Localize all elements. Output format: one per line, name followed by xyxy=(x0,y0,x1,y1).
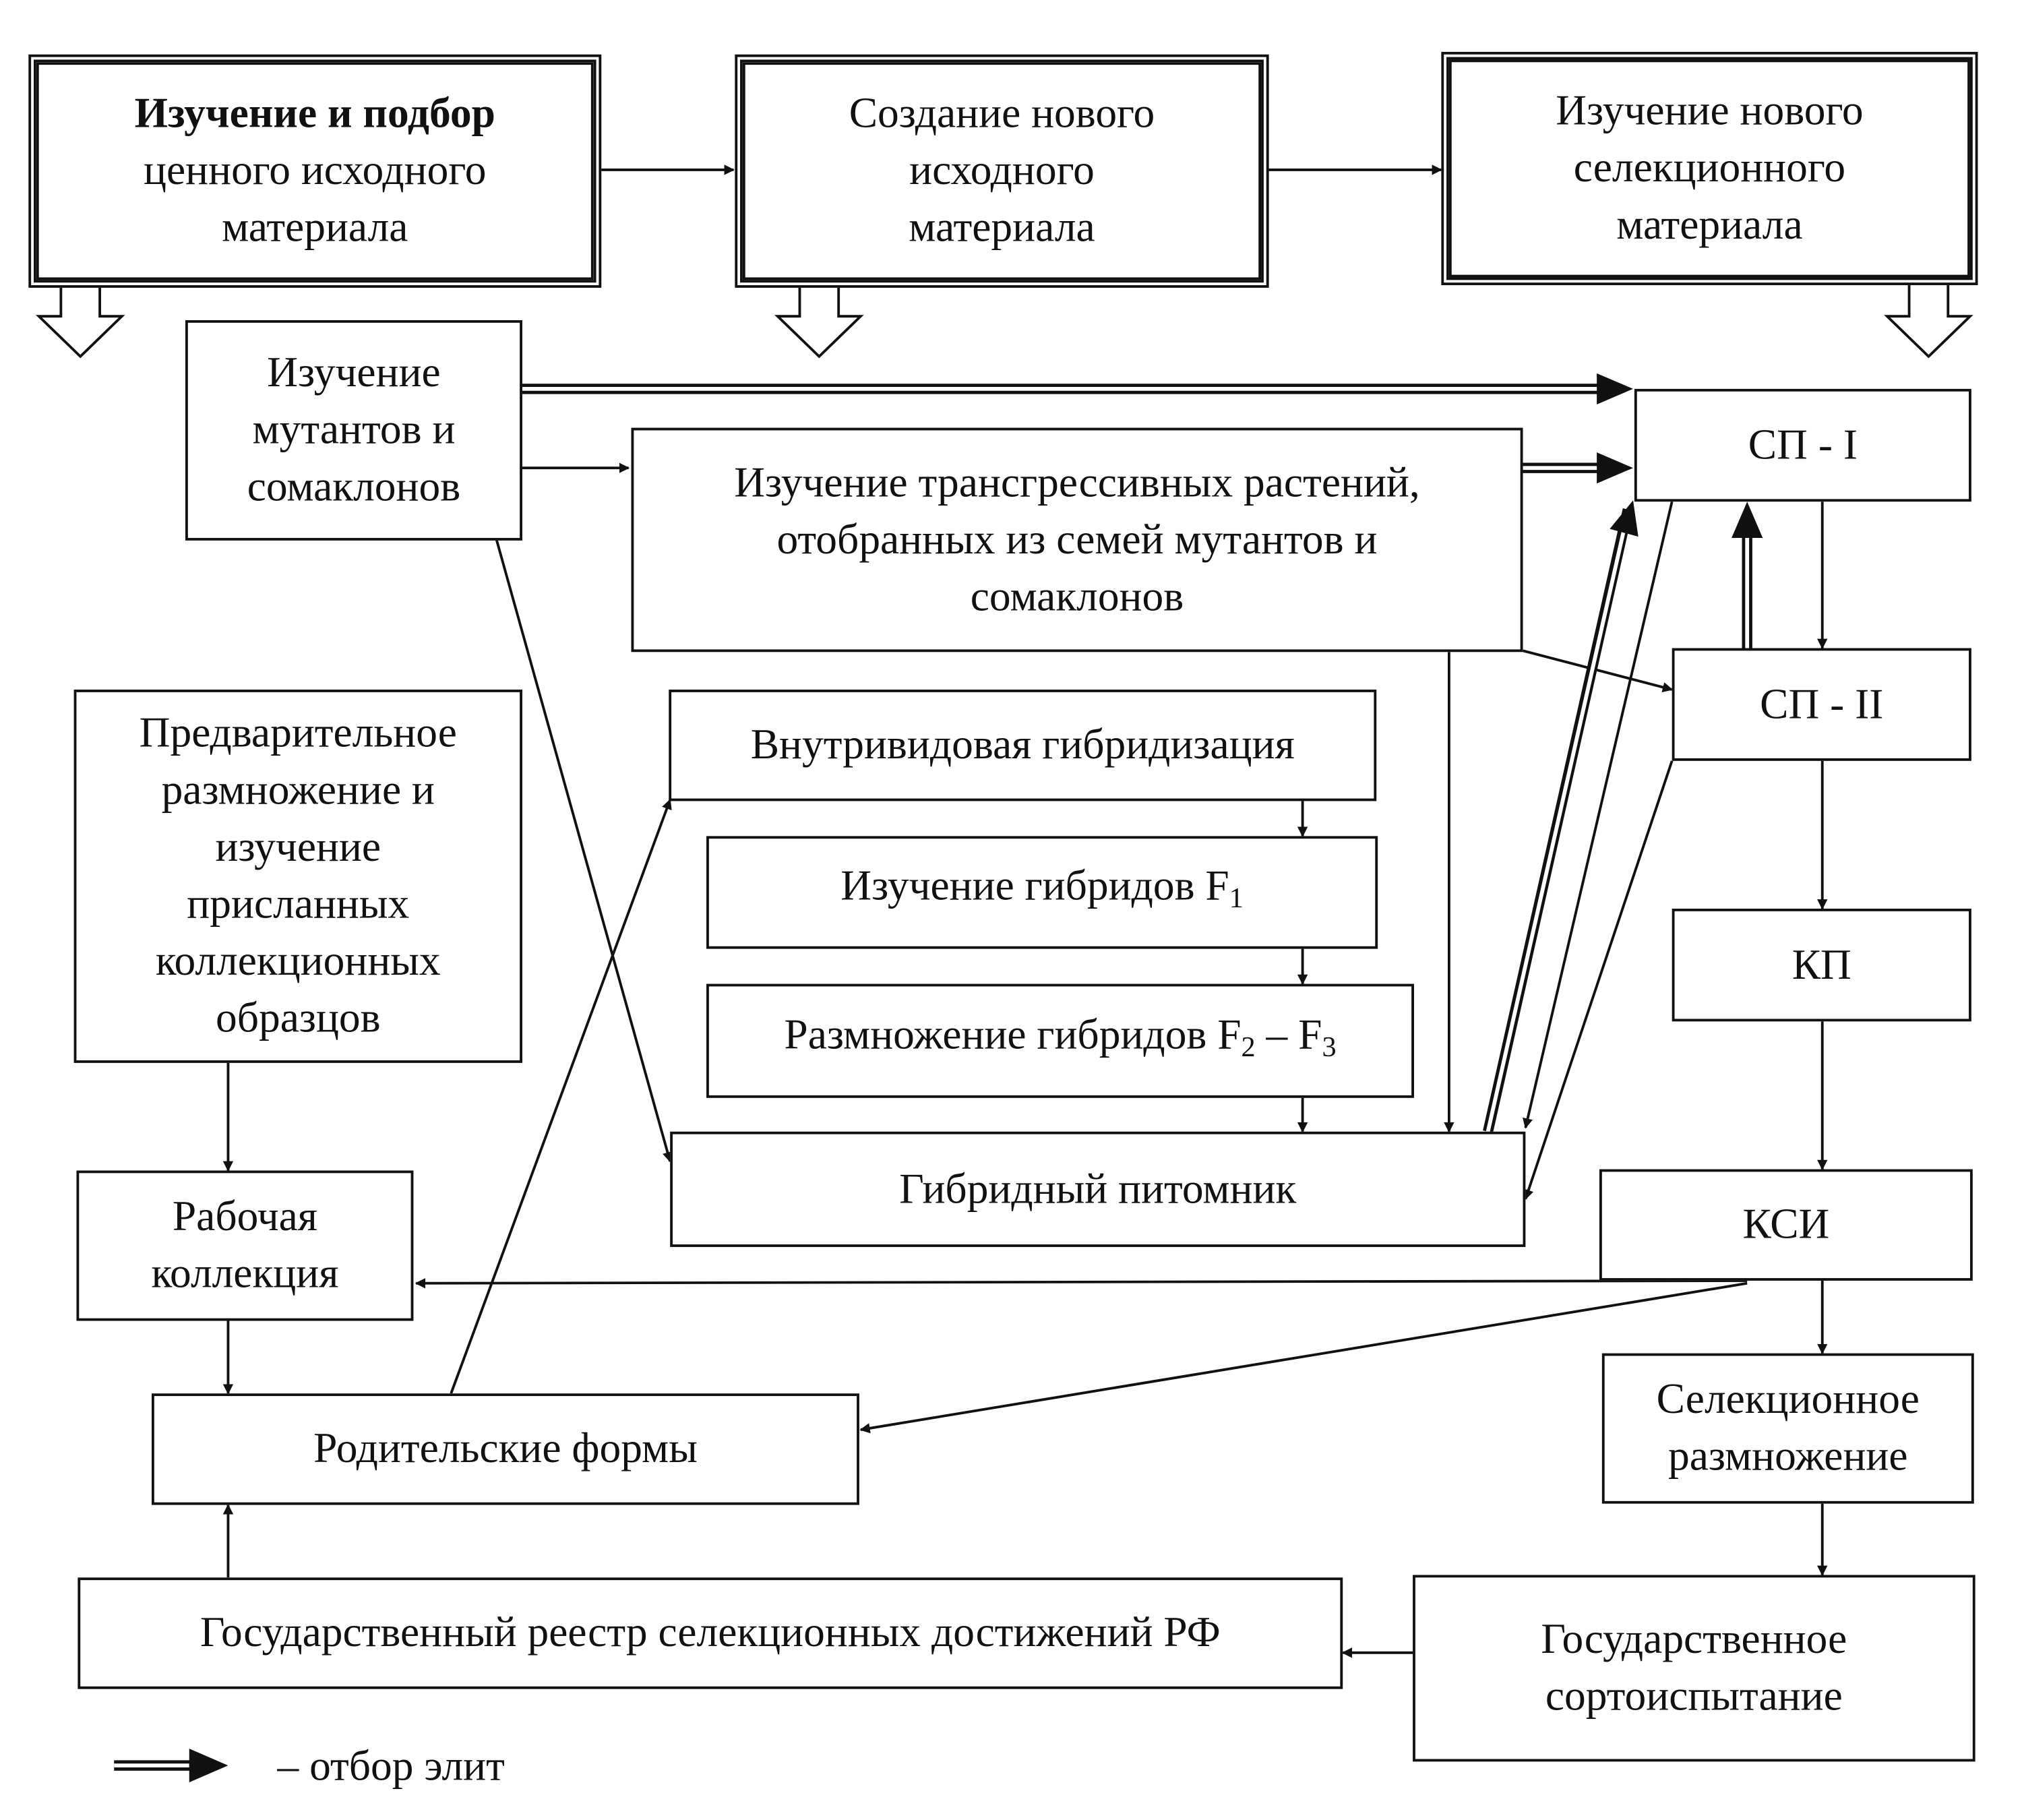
stage-study-selection: Изучение и подбор ценного исходного матер… xyxy=(28,54,602,288)
box-mutants-somaclones: Изучение мутантов и сомаклонов xyxy=(185,320,522,541)
legend-arrow xyxy=(114,1749,228,1783)
box-selection-propagation: Селекционное размножение xyxy=(1601,1353,1974,1504)
box-registry-label: Государственный реестр селекционных дост… xyxy=(200,1610,1221,1657)
box-f1-subscript: 1 xyxy=(1229,881,1244,914)
box-f23-sub2: 2 xyxy=(1241,1029,1256,1062)
box-working-label: Рабочая коллекция xyxy=(151,1194,339,1298)
legend-text: – отбор элит xyxy=(277,1742,505,1790)
box-ksi: КСИ xyxy=(1599,1169,1973,1281)
box-transgressive-label: Изучение трансгрессивных растений, отобр… xyxy=(734,459,1420,621)
arrow-sp1-to-nursery xyxy=(1523,501,1674,1129)
legend: – отбор элит xyxy=(254,1741,505,1793)
box-sp1-label: СП - I xyxy=(1748,421,1858,469)
box-preliminary-propagation: Предварительное размножение и изучение п… xyxy=(73,690,522,1063)
arrow-transgressive-to-sp2 xyxy=(1523,649,1674,692)
box-intraspecific-label: Внутривидовая гибридизация xyxy=(750,722,1295,769)
box-sp2-label: СП - II xyxy=(1760,681,1884,728)
box-kp-label: КП xyxy=(1791,942,1851,989)
box-f23-dash: – F xyxy=(1255,1011,1322,1059)
arrow-mutants-to-nursery xyxy=(495,539,673,1163)
box-prelim-label: Предварительное размножение и изучение п… xyxy=(139,710,457,1043)
box-state-registry: Государственный реестр селекционных дост… xyxy=(78,1577,1343,1689)
box-statetrial-label: Государственное сортоиспытание xyxy=(1541,1616,1847,1720)
box-f1-label: Изучение гибридов F xyxy=(840,863,1229,910)
box-selprop-label: Селекционное размножение xyxy=(1656,1376,1920,1481)
box-f23-sub3: 3 xyxy=(1322,1029,1337,1062)
arrow-sp2-to-nursery xyxy=(1523,760,1674,1201)
elite-arrowhead-transgressive-sp1 xyxy=(1597,452,1633,484)
box-mutants-label: Изучение мутантов и сомаклонов xyxy=(247,350,461,511)
elite-arrowhead-sp2-sp1 xyxy=(1732,502,1763,539)
box-nursery-label: Гибридный питомник xyxy=(899,1165,1297,1213)
elite-selection-arrows xyxy=(522,373,1763,1133)
box-transgressive-plants: Изучение трансгрессивных растений, отобр… xyxy=(631,427,1523,653)
box-working-collection: Рабочая коллекция xyxy=(76,1170,414,1321)
box-sp1: СП - I xyxy=(1634,388,1971,502)
box-ksi-label: КСИ xyxy=(1742,1201,1830,1248)
box-parents-label: Родительские формы xyxy=(313,1426,698,1473)
elite-arrowhead-mutants-sp1 xyxy=(1597,373,1633,404)
box-kp: КП xyxy=(1672,909,1971,1022)
box-intraspecific-hybridization: Внутривидовая гибридизация xyxy=(669,690,1377,801)
stage-study-selection-subtitle: ценного исходного материала xyxy=(144,148,487,252)
stage-study-new-material: Изучение нового селекционного материала xyxy=(1441,51,1978,286)
arrow-parents-to-intraspecific xyxy=(450,799,672,1394)
box-state-variety-trial: Государственное сортоиспытание xyxy=(1413,1575,1975,1762)
stage-create-new-material-label: Создание нового исходного материала xyxy=(849,90,1155,252)
box-hybrid-nursery: Гибридный питомник xyxy=(670,1131,1526,1247)
box-parental-forms: Родительские формы xyxy=(151,1393,859,1505)
box-f1-study: Изучение гибридов F1 xyxy=(706,836,1378,949)
arrow-ksi-to-parents xyxy=(859,1281,1748,1434)
box-f2-f3-propagation: Размножение гибридов F2 – F3 xyxy=(706,983,1414,1098)
box-f23-label: Размножение гибридов F xyxy=(784,1011,1242,1059)
stage-study-selection-title: Изучение и подбор xyxy=(134,90,495,138)
stage-create-new-material: Создание нового исходного материала xyxy=(735,54,1269,288)
stage-study-new-material-label: Изучение нового селекционного материала xyxy=(1556,88,1864,249)
elite-arrowhead-nursery-sp1 xyxy=(1610,500,1638,537)
box-sp2: СП - II xyxy=(1672,648,1971,761)
arrow-ksi-to-working xyxy=(415,1278,1748,1289)
